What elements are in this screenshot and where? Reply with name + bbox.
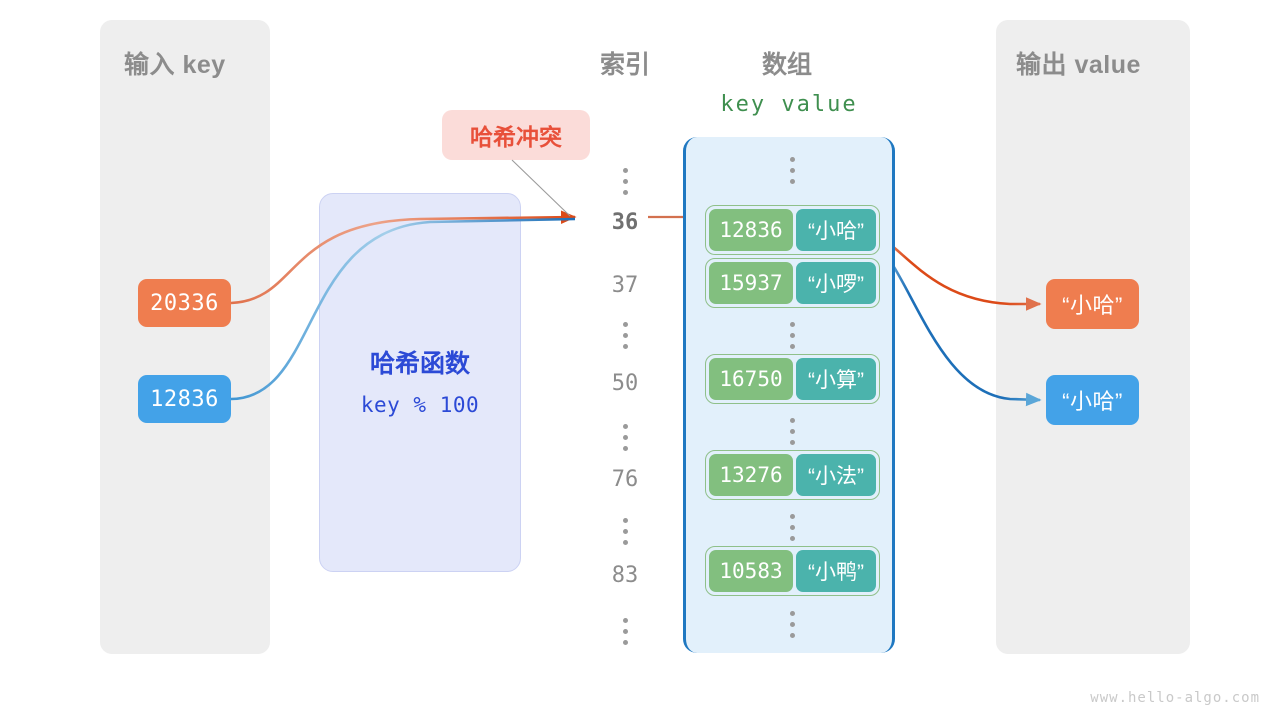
- hash-collision-badge: 哈希冲突: [442, 110, 590, 160]
- ellipsis-dots: [622, 168, 628, 195]
- bucket-value: “小啰”: [796, 262, 876, 304]
- output-value-1: “小哈”: [1046, 375, 1139, 425]
- index-ellipsis: [584, 518, 666, 551]
- array-bucket: 13276“小法”: [705, 450, 880, 500]
- output-panel: [996, 20, 1190, 654]
- ellipsis-dots: [789, 157, 795, 184]
- input-panel: [100, 20, 270, 654]
- array-bucket: 10583“小鸭”: [705, 546, 880, 596]
- hash-function-name: 哈希函数: [369, 350, 470, 378]
- ellipsis-dots: [789, 322, 795, 349]
- index-ellipsis: [584, 322, 666, 355]
- array-container: 12836“小哈”15937“小啰”16750“小算”13276“小法”1058…: [683, 137, 895, 653]
- array-ellipsis-4: [686, 611, 898, 643]
- bucket-value: “小鸭”: [796, 550, 876, 592]
- key-value-header: key value: [720, 92, 858, 117]
- ellipsis-dots: [622, 322, 628, 349]
- bucket-key: 16750: [709, 358, 793, 400]
- output-value-0: “小哈”: [1046, 279, 1139, 329]
- bucket-value: “小算”: [796, 358, 876, 400]
- ellipsis-dots: [622, 424, 628, 451]
- bucket-key: 15937: [709, 262, 793, 304]
- index-label-50: 50: [611, 371, 639, 396]
- ellipsis-dots: [622, 518, 628, 545]
- array-ellipsis-0: [686, 157, 898, 189]
- bucket-value: “小法”: [796, 454, 876, 496]
- bucket-key: 12836: [709, 209, 793, 251]
- ellipsis-dots: [789, 611, 795, 638]
- index-column: 36 37 50 76 83: [584, 140, 666, 645]
- output-panel-title: 输出 value: [1016, 51, 1141, 79]
- index-label-36: 36: [611, 210, 639, 235]
- hash-function-box: [319, 193, 521, 572]
- index-ellipsis: [584, 618, 666, 651]
- bucket-key: 10583: [709, 550, 793, 592]
- bucket-value: “小哈”: [796, 209, 876, 251]
- ellipsis-dots: [622, 618, 628, 645]
- input-key-0: 20336: [138, 279, 231, 327]
- array-ellipsis-3: [686, 514, 898, 546]
- array-ellipsis-2: [686, 418, 898, 450]
- index-label-76: 76: [611, 467, 639, 492]
- index-label-83: 83: [611, 563, 639, 588]
- index-label-37: 37: [611, 273, 639, 298]
- hash-function-expression: key % 100: [360, 393, 480, 417]
- array-bucket: 15937“小啰”: [705, 258, 880, 308]
- index-ellipsis: [584, 424, 666, 457]
- array-bucket: 12836“小哈”: [705, 205, 880, 255]
- array-bucket: 16750“小算”: [705, 354, 880, 404]
- array-column-title: 数组: [761, 51, 812, 79]
- ellipsis-dots: [789, 418, 795, 445]
- input-panel-title: 输入 key: [124, 51, 226, 79]
- index-column-title: 索引: [599, 51, 650, 79]
- array-ellipsis-1: [686, 322, 898, 354]
- index-ellipsis: [584, 168, 666, 201]
- watermark: www.hello-algo.com: [1090, 690, 1260, 706]
- ellipsis-dots: [789, 514, 795, 541]
- input-key-1: 12836: [138, 375, 231, 423]
- bucket-key: 13276: [709, 454, 793, 496]
